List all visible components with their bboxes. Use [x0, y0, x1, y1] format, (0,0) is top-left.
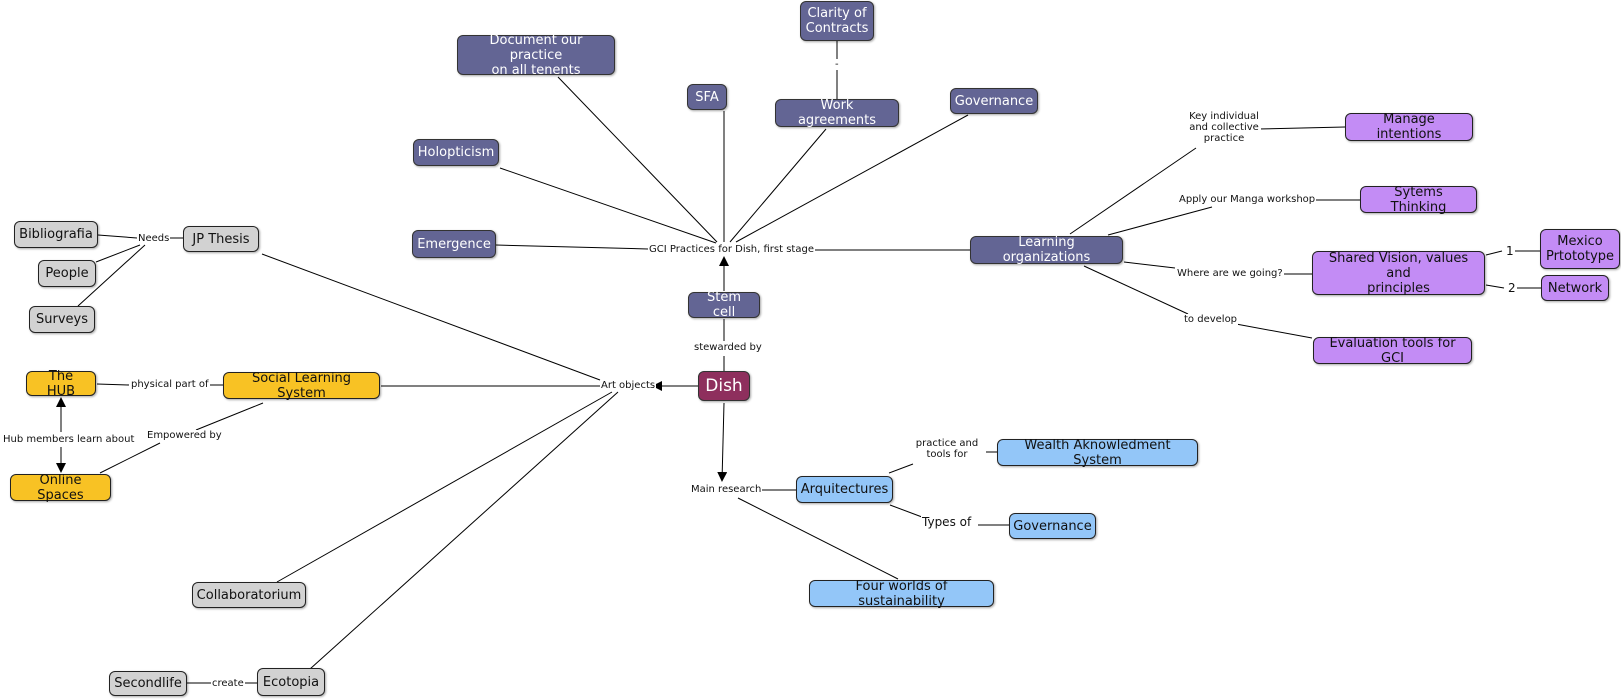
node-holopticism[interactable]: Holopticism [413, 139, 499, 166]
edge-needs-surveys [77, 244, 146, 307]
node-work-agreements[interactable]: Work agreements [775, 98, 899, 128]
link-stewarded-by: stewarded by [693, 342, 763, 353]
edge-work-gci [729, 128, 827, 243]
node-network[interactable]: Network [1541, 275, 1609, 301]
node-learning-organizations[interactable]: Learning organizations [970, 235, 1123, 265]
link-to-develop: to develop [1183, 314, 1239, 325]
link-one: 1 [1505, 244, 1515, 258]
link-physical-part: physical part of [130, 379, 210, 390]
link-apply-manga: Apply our Manga workshop [1178, 194, 1317, 205]
node-bibliografia[interactable]: Bibliografia [14, 221, 98, 248]
node-systems-thinking[interactable]: Sytems Thinking [1360, 185, 1477, 215]
link-where-going: Where are we going? [1176, 268, 1284, 279]
link-key-practice: Key individual and collective practice [1187, 111, 1261, 144]
link-art-objects: Art objects [600, 380, 657, 391]
node-ecotopia[interactable]: Ecotopia [257, 668, 325, 696]
edge-learning-develop [1083, 265, 1189, 315]
edge-learning-where [1123, 261, 1176, 269]
link-dash: - [834, 59, 840, 70]
edge-emergence-gci [495, 244, 649, 250]
edge-learning-key [1069, 147, 1197, 235]
edge-research-four [737, 497, 899, 580]
edge-physical-hub [96, 383, 130, 386]
edge-arq-types [889, 504, 923, 518]
node-the-hub[interactable]: The HUB [26, 369, 96, 399]
edge-key-manage [1257, 126, 1346, 130]
link-needs: Needs [137, 233, 171, 244]
link-practice-tools: practice and tools for [910, 438, 984, 460]
edge-governance-gci [735, 114, 969, 243]
node-online-spaces[interactable]: Online Spaces [10, 473, 111, 503]
link-empowered-by: Empowered by [146, 430, 223, 441]
edge-document-gci [557, 76, 718, 243]
node-secondlife[interactable]: Secondlife [109, 671, 187, 696]
edge-needs-people [95, 244, 141, 263]
edge-art-ecotopia [309, 391, 619, 670]
node-sfa[interactable]: SFA [687, 84, 727, 110]
edge-needs-biblio [97, 234, 138, 239]
node-governance-blue[interactable]: Governance [1009, 513, 1096, 539]
edge-holopticism-gci [499, 167, 717, 244]
link-gci-practices: GCI Practices for Dish, first stage [648, 244, 815, 255]
edge-empowered-online [99, 442, 161, 474]
node-manage-intentions[interactable]: Manage intentions [1345, 112, 1473, 142]
node-social-learning-system[interactable]: Social Learning System [223, 371, 380, 401]
node-evaluation-tools[interactable]: Evaluation tools for GCI [1313, 336, 1472, 366]
node-document-our-practice[interactable]: Document our practice on all tenents [457, 33, 615, 78]
node-people[interactable]: People [38, 260, 96, 287]
node-stem-cell[interactable]: Stem cell [688, 290, 760, 320]
edge-social-empowered [195, 402, 264, 431]
edge-art-collab [276, 391, 613, 583]
edge-learning-manga [1107, 206, 1213, 236]
edge-shared-1 [1485, 250, 1503, 256]
edge-develop-eval [1235, 323, 1313, 339]
link-types-of: Types of [921, 515, 973, 529]
node-emergence[interactable]: Emergence [412, 230, 496, 258]
edge-shared-2 [1485, 284, 1505, 289]
edge-dish-research [717, 402, 728, 482]
link-create: create [211, 678, 245, 689]
node-wealth-aknowledment[interactable]: Wealth Aknowledment System [997, 438, 1198, 468]
node-arquitectures[interactable]: Arquitectures [796, 476, 893, 503]
node-surveys[interactable]: Surveys [29, 306, 95, 333]
edge-art-thesis [261, 253, 601, 381]
link-main-research: Main research [690, 484, 763, 495]
node-governance-top[interactable]: Governance [950, 88, 1038, 114]
node-mexico-prototype[interactable]: Mexico Prtototype [1540, 229, 1620, 269]
link-hub-members: Hub members learn about [2, 434, 136, 445]
edge-arq-practice [888, 463, 914, 474]
node-jp-thesis[interactable]: JP Thesis [183, 226, 259, 252]
node-four-worlds[interactable]: Four worlds of sustainability [809, 579, 994, 609]
node-collaboratorium[interactable]: Collaboratorium [192, 582, 306, 608]
link-two: 2 [1507, 281, 1517, 295]
node-shared-vision[interactable]: Shared Vision, values and principles [1312, 251, 1485, 296]
node-clarity-of-contracts[interactable]: Clarity of Contracts [800, 1, 874, 41]
node-dish[interactable]: Dish [698, 371, 750, 401]
